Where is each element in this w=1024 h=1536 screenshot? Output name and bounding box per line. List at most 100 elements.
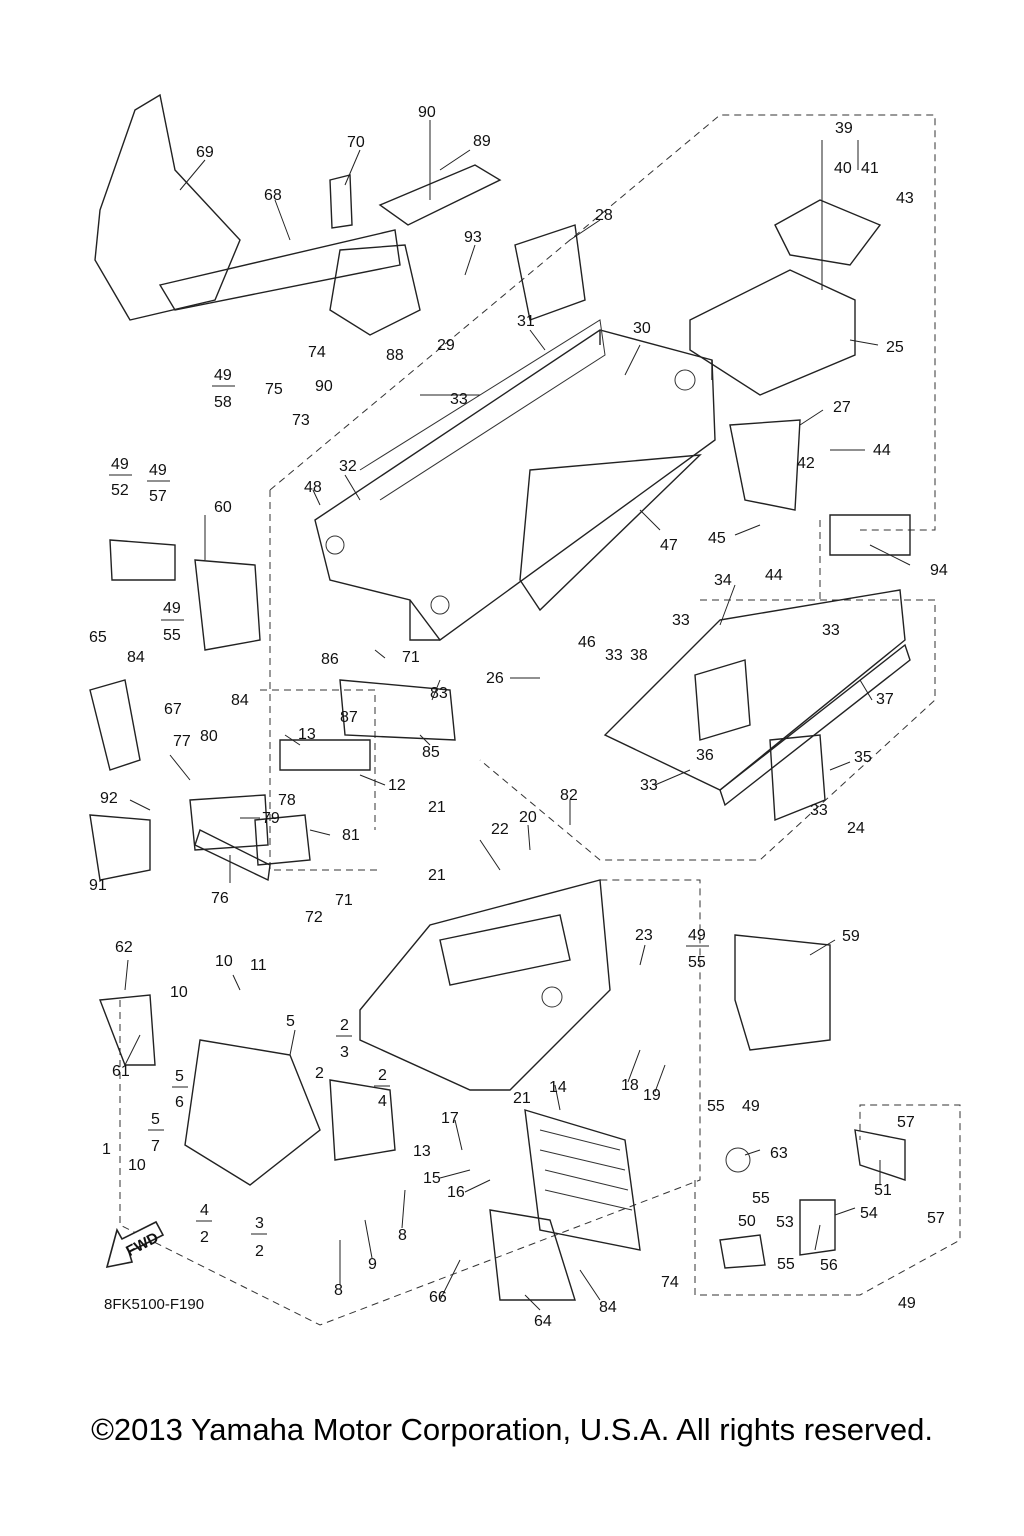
callout: 64 — [534, 1313, 552, 1330]
rear-tunnel — [603, 589, 911, 822]
callout: 62 — [115, 939, 133, 956]
callout: 49 — [214, 367, 232, 384]
diagram-code: 8FK5100-F190 — [104, 1296, 204, 1313]
callout: 10 — [128, 1157, 146, 1174]
callout: 42 — [797, 455, 815, 472]
callout: 63 — [770, 1145, 788, 1162]
callout: 90 — [418, 104, 436, 121]
callout: 44 — [765, 567, 783, 584]
callout: 21 — [428, 799, 446, 816]
callout: 6 — [175, 1094, 184, 1111]
callout: 5 — [151, 1111, 160, 1128]
callout: 53 — [776, 1214, 794, 1231]
callout: 18 — [621, 1077, 639, 1094]
side-brackets — [89, 539, 456, 1066]
callout: 11 — [250, 957, 267, 974]
callout: 33 — [822, 622, 840, 639]
callout: 19 — [643, 1087, 661, 1104]
callout: 2 — [378, 1067, 387, 1084]
callout: 21 — [513, 1090, 531, 1107]
callout: 33 — [450, 391, 468, 408]
heat-exchanger — [489, 1109, 641, 1301]
callout: 50 — [738, 1213, 756, 1230]
callout: 92 — [100, 790, 118, 807]
callout: 72 — [305, 909, 323, 926]
callout: 5 — [286, 1013, 295, 1030]
callout: 15 — [423, 1170, 441, 1187]
callout: 86 — [321, 651, 339, 668]
callout: 33 — [810, 802, 828, 819]
callout: 10 — [170, 984, 188, 1001]
callout: 79 — [262, 810, 280, 827]
callout: 21 — [428, 867, 446, 884]
callout: 2 — [255, 1243, 264, 1260]
callout: 60 — [214, 499, 232, 516]
callout: 13 — [298, 726, 316, 743]
callout: 2 — [315, 1065, 324, 1082]
callout: 49 — [149, 462, 167, 479]
callout: 49 — [688, 927, 706, 944]
callout: 70 — [347, 134, 365, 151]
callout: 78 — [278, 792, 296, 809]
callout: 55 — [707, 1098, 725, 1115]
callout: 57 — [897, 1114, 915, 1131]
callout: 57 — [149, 488, 167, 505]
steering-frame — [94, 93, 502, 336]
callout: 84 — [127, 649, 145, 666]
callout: 44 — [873, 442, 891, 459]
callout: 8 — [334, 1282, 343, 1299]
callout: 55 — [752, 1190, 770, 1207]
callout: 49 — [898, 1295, 916, 1312]
callout: 33 — [605, 647, 623, 664]
callout: 84 — [599, 1299, 617, 1316]
callout: 37 — [876, 691, 894, 708]
callout: 57 — [927, 1210, 945, 1227]
callout: 69 — [196, 144, 214, 161]
callout: 34 — [714, 572, 732, 589]
callout: 35 — [854, 749, 872, 766]
callout: 77 — [173, 733, 191, 750]
callout: 65 — [89, 629, 107, 646]
callout-labels: 90 89 70 69 68 28 93 39 40 41 43 25 27 4… — [89, 104, 948, 1330]
callout: 5 — [175, 1068, 184, 1085]
copyright-notice: ©2013 Yamaha Motor Corporation, U.S.A. A… — [91, 1412, 933, 1447]
callout: 56 — [820, 1257, 838, 1274]
callout: 46 — [578, 634, 596, 651]
callout: 67 — [164, 701, 182, 718]
callout: 61 — [112, 1063, 130, 1080]
callout: 90 — [315, 378, 333, 395]
callout: 59 — [842, 928, 860, 945]
callout: 31 — [517, 313, 535, 330]
callout: 7 — [151, 1138, 160, 1155]
callout: 94 — [930, 562, 948, 579]
callout: 74 — [661, 1274, 679, 1291]
callout: 41 — [861, 160, 879, 177]
callout: 40 — [834, 160, 852, 177]
callout: 55 — [163, 627, 181, 644]
callout: 23 — [635, 927, 653, 944]
callout: 81 — [342, 827, 360, 844]
rear-bracket-assembly — [514, 199, 911, 556]
forward-arrow-icon: FWD — [105, 1220, 165, 1269]
callout: 1 — [102, 1141, 111, 1158]
callout: 66 — [429, 1289, 447, 1306]
callout: 3 — [255, 1215, 264, 1232]
callout: 76 — [211, 890, 229, 907]
callout: 9 — [368, 1256, 377, 1273]
callout: 89 — [473, 133, 491, 150]
callout: 25 — [886, 339, 904, 356]
right-side-parts — [719, 934, 906, 1269]
callout: 27 — [833, 399, 851, 416]
callout: 29 — [437, 337, 455, 354]
callout: 49 — [163, 600, 181, 617]
callout: 17 — [441, 1110, 459, 1127]
leader-lines — [124, 120, 911, 1311]
callout: 87 — [340, 709, 358, 726]
callout: 75 — [265, 381, 283, 398]
callout: 45 — [708, 530, 726, 547]
callout: 13 — [413, 1143, 431, 1160]
callout: 54 — [860, 1205, 878, 1222]
callout: 55 — [777, 1256, 795, 1273]
callout: 82 — [560, 787, 578, 804]
